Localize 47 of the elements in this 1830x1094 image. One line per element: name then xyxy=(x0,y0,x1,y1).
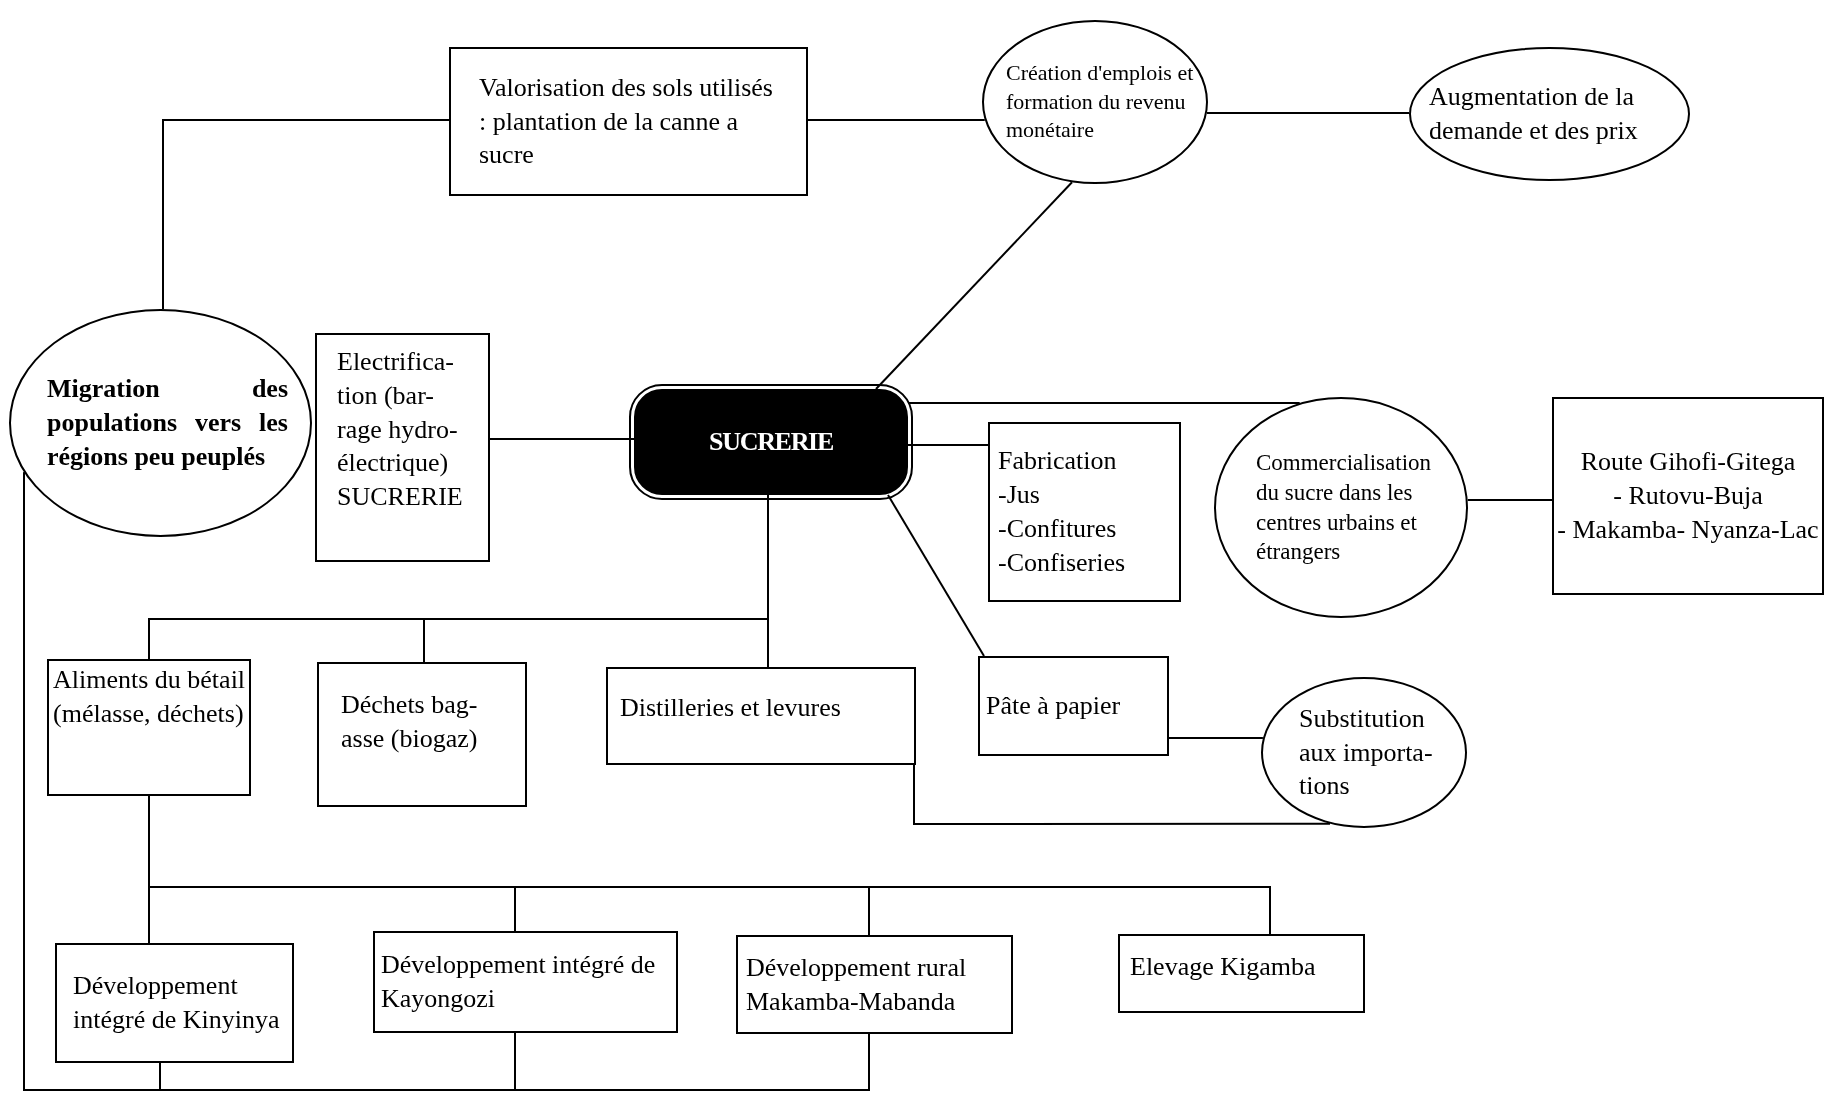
node-text: Augmentation de la demande et des prix xyxy=(1429,81,1639,147)
node-text: -Confiseries xyxy=(998,546,1126,579)
node-text: - Makamba- Nyanza-Lac xyxy=(1557,513,1819,546)
node-text: Migration des populations vers les régions peu peuplés xyxy=(47,373,288,473)
connector-line xyxy=(489,438,635,440)
process-box xyxy=(736,935,1013,1034)
node-text: Aliments du bétail (mélasse, déchets) xyxy=(53,664,247,730)
connector-line xyxy=(1466,499,1553,501)
process-box xyxy=(373,931,678,1033)
node-text: SUCRERIE xyxy=(709,426,833,459)
connector-line xyxy=(1168,737,1264,739)
node-text: Développement intégré de Kinyinya xyxy=(73,970,281,1036)
process-box xyxy=(47,659,251,796)
connector-line xyxy=(807,119,986,121)
connector-line xyxy=(1206,112,1410,114)
node-text: Commercialisation du sucre dans les centres urbains et étrangers xyxy=(1256,448,1432,567)
connector-line xyxy=(907,444,989,446)
connector-line xyxy=(913,764,1331,825)
process-box xyxy=(606,667,916,765)
process-box xyxy=(317,662,527,807)
connector-line xyxy=(907,402,1301,404)
process-box xyxy=(978,656,1169,756)
node-text: Substitution aux importa- tions xyxy=(1299,702,1434,803)
process-box xyxy=(1118,934,1365,1013)
node-text: Création d'emplois et formation du revenu monétaire xyxy=(1006,59,1195,145)
node-text: -Confitures xyxy=(998,513,1117,545)
process-box xyxy=(988,422,1181,602)
node-text: Electrifica- tion (bar- rage hydro- électrique) SUCRERIE xyxy=(337,346,464,514)
node-text: Distilleries et levures xyxy=(620,692,841,724)
connector-line xyxy=(767,494,769,668)
node-text: Développement rural Makamba-Mabanda xyxy=(746,951,968,1018)
connector-line xyxy=(162,119,450,310)
process-box xyxy=(315,333,490,562)
connector-line xyxy=(887,494,985,657)
node-text: Développement intégré de Kayongozi xyxy=(381,949,657,1015)
node-text: Route Gihofi-Gitega xyxy=(1580,446,1796,479)
node-text: Déchets bag- asse (biogaz) xyxy=(341,689,479,755)
process-box xyxy=(55,943,294,1063)
node-text: Elevage Kigamba xyxy=(1130,951,1316,983)
node-text: Fabrication xyxy=(998,445,1117,478)
process-box xyxy=(1552,397,1824,595)
node-text: Pâte à papier xyxy=(986,690,1121,723)
node-text: -Jus xyxy=(998,479,1040,512)
node-text: - Rutovu-Buja xyxy=(1613,480,1763,513)
connector-line xyxy=(875,181,1073,390)
process-box xyxy=(449,47,808,196)
node-text: Valorisation des sols utilisés : plantation de la canne a sucre xyxy=(479,71,774,172)
